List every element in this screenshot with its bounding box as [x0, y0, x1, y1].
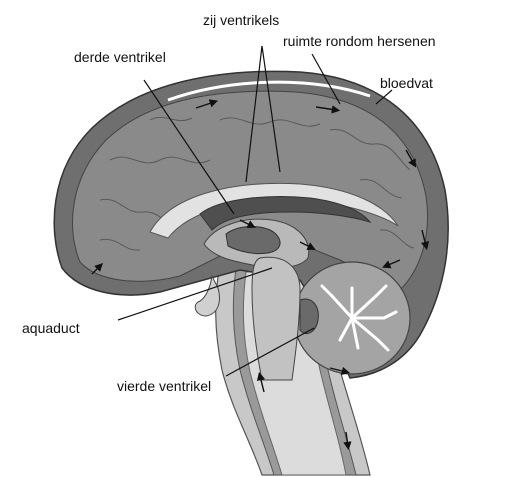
label-zij-ventrikels: zij ventrikels — [203, 12, 279, 28]
label-vierde-ventrikel: vierde ventrikel — [117, 378, 211, 394]
label-bloedvat: bloedvat — [380, 75, 433, 91]
label-derde-ventrikel: derde ventrikel — [74, 49, 166, 65]
brainstem — [252, 257, 300, 380]
label-ruimte-rondom-hersenen: ruimte rondom hersenen — [283, 33, 436, 49]
label-aquaduct: aquaduct — [22, 320, 80, 336]
